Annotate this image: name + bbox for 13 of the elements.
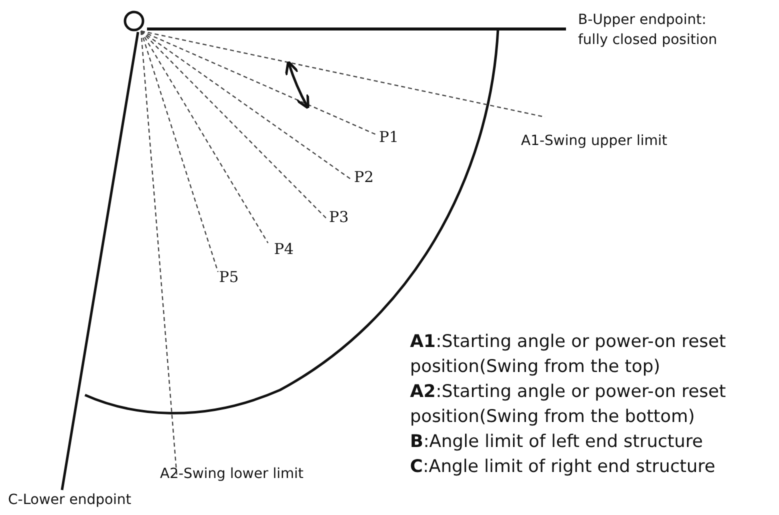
point-label: P5 — [219, 268, 239, 286]
limit-label: A2-Swing lower limit — [160, 466, 304, 482]
endpoint-label: C-Lower endpoint — [8, 492, 132, 508]
point-label: P2 — [354, 168, 374, 186]
point-label: P4 — [274, 240, 294, 258]
legend-note: C:Angle limit of right end structure — [410, 456, 716, 479]
point-label: P3 — [329, 208, 349, 226]
limit-label: A1-Swing upper limit — [521, 133, 668, 149]
point-label: P1 — [379, 128, 399, 146]
legend-note: B:Angle limit of left end structure — [410, 431, 704, 454]
legend-note: A1:Starting angle or power-on reset position(Swing from the top) — [410, 331, 727, 379]
endpoint-label: B-Upper endpoint: fully closed position — [578, 11, 718, 50]
legend-note: A2:Starting angle or power-on reset position(Swing from the bottom) — [410, 381, 727, 429]
